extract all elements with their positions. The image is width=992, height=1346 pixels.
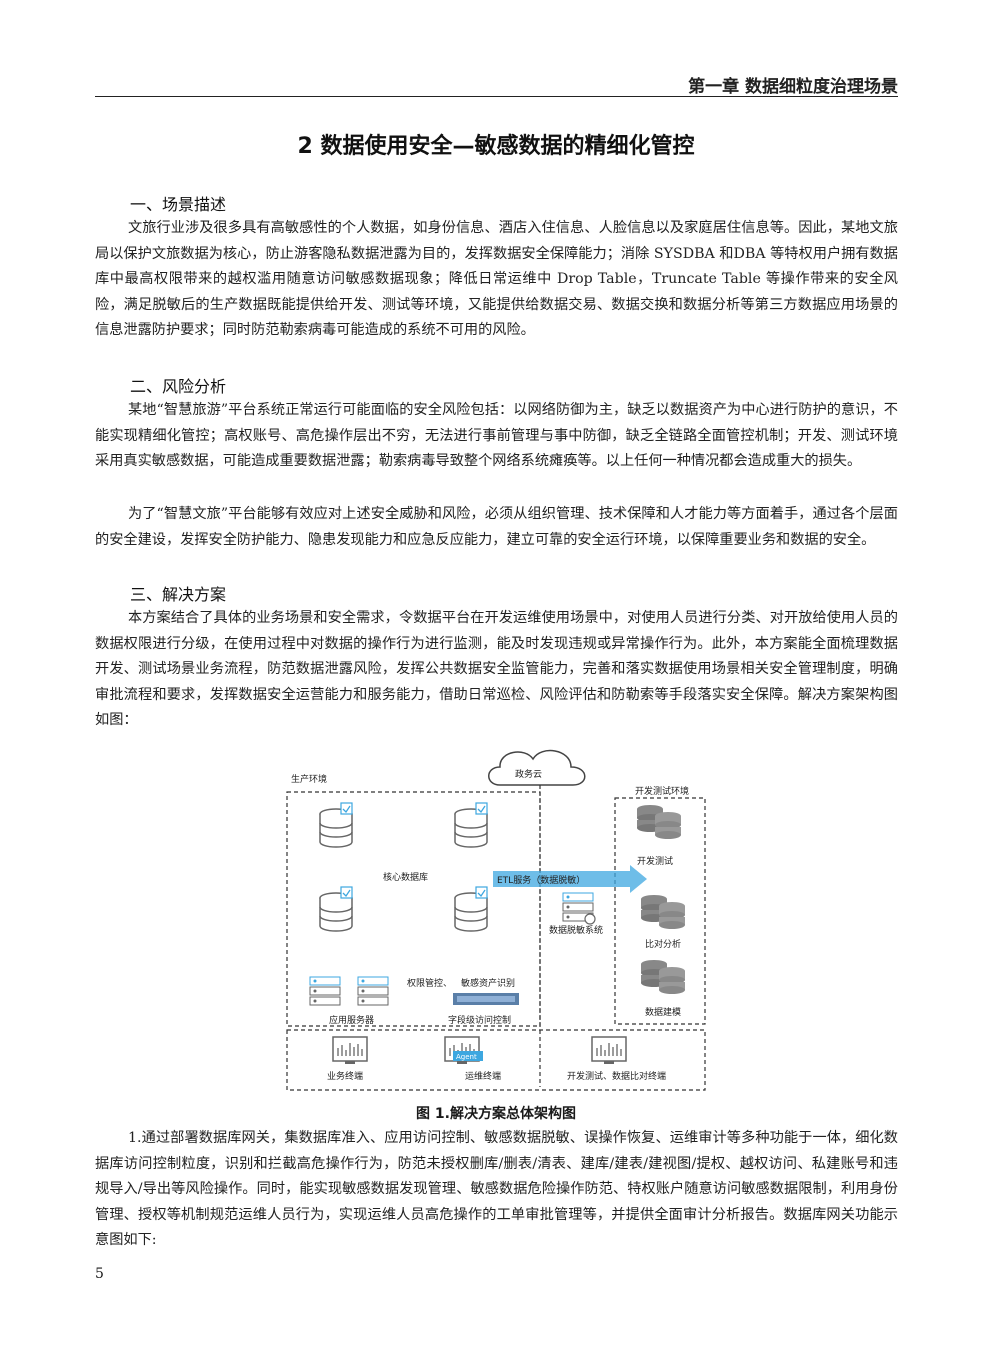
app-server-label: 应用服务器 <box>329 1014 374 1026</box>
architecture-diagram: 政务云 生产环境 开发测试环境 核心数据库 ETL服务（数据脱敏） 数据脱敏系统… <box>285 745 710 1093</box>
perm-control-label: 权限管控、 <box>407 977 452 989</box>
database-icon <box>454 802 488 848</box>
dev-test-label: 开发测试 <box>637 855 673 867</box>
database-icon <box>319 802 353 848</box>
sensitive-id-label: 敏感资产识别 <box>461 977 515 989</box>
etl-label: ETL服务（数据脱敏） <box>497 874 585 886</box>
chapter-title: 第一章 数据细粒度治理场景 <box>688 77 898 97</box>
database-icon <box>319 886 353 932</box>
heading-solution: 三、解决方案 <box>130 585 227 604</box>
terminal-zone-box <box>286 1029 706 1091</box>
paragraph-risk-1: 某地“智慧旅游”平台系统正常运行可能面临的安全风险包括：以网络防御为主，缺乏以数… <box>95 402 898 469</box>
database-stack-icon <box>641 895 685 929</box>
etl-arrow <box>493 865 647 893</box>
prod-env-label: 生产环境 <box>291 773 327 785</box>
agent-badge <box>453 1051 483 1061</box>
compare-label: 比对分析 <box>645 938 681 950</box>
database-stack-icon <box>637 805 681 839</box>
paragraph-scenario: 文旅行业涉及很多具有高敏感性的个人数据，如身份信息、酒店入住信息、人脸信息以及家… <box>95 220 898 338</box>
ops-terminal-label: 运维终端 <box>465 1070 501 1082</box>
paragraph-risk-2: 为了“智慧文旅”平台能够有效应对上述安全威胁和风险，必须从组织管理、技术保障和人… <box>95 506 898 548</box>
cloud-icon <box>488 749 586 786</box>
dev-env-label: 开发测试环境 <box>635 785 689 797</box>
biz-terminal-label: 业务终端 <box>327 1070 363 1082</box>
paragraph-solution: 本方案结合了具体的业务场景和安全需求，令数据平台在开发运维使用场景中，对使用人员… <box>95 610 898 728</box>
section-title: 2 数据使用安全—敏感数据的精细化管控 <box>297 134 695 159</box>
dev-terminal-label: 开发测试、数据比对终端 <box>567 1070 666 1082</box>
database-stack-icon <box>641 960 685 994</box>
database-icon <box>454 886 488 932</box>
modeling-label: 数据建模 <box>645 1006 681 1018</box>
paragraph-gateway: 1.通过部署数据库网关，集数据库准入、应用访问控制、敏感数据脱敏、误操作恢复、运… <box>95 1130 898 1248</box>
server-icon <box>357 976 389 1006</box>
prod-env-box <box>286 791 541 1027</box>
heading-risk: 二、风险分析 <box>130 377 227 396</box>
figure-caption: 图 1.解决方案总体架构图 <box>416 1106 576 1122</box>
page-number: 5 <box>95 1266 104 1282</box>
access-ctrl-label: 字段级访问控制 <box>448 1014 511 1026</box>
monitor-icon <box>332 1036 368 1065</box>
agent-label: Agent <box>456 1053 477 1061</box>
desens-label: 数据脱敏系统 <box>549 924 603 936</box>
heading-scenario: 一、场景描述 <box>130 195 227 214</box>
gateway-panel <box>457 996 515 1002</box>
cloud-label: 政务云 <box>515 768 542 780</box>
running-header: 第一章 数据细粒度治理场景 <box>95 70 898 97</box>
server-icon <box>309 976 341 1006</box>
gear-icon <box>584 913 596 925</box>
monitor-icon <box>591 1036 627 1065</box>
core-db-label: 核心数据库 <box>383 871 428 883</box>
dev-env-box <box>614 797 706 1025</box>
